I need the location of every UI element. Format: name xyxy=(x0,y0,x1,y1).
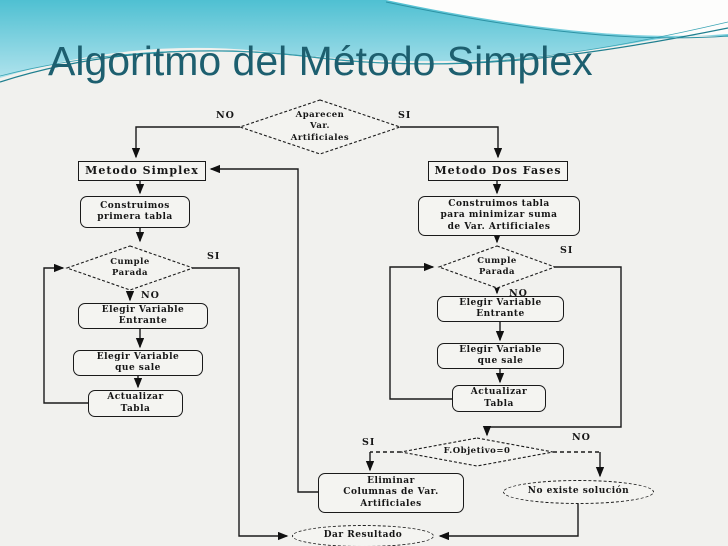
node-metodo-simplex: Metodo Simplex xyxy=(78,161,206,181)
decision-cumple-left-label: Cumple Parada xyxy=(110,256,150,278)
node-actualizar-left: Actualizar Tabla xyxy=(88,390,183,417)
edge-eliminar-simplex xyxy=(209,164,318,493)
node-elegir-sale-right: Elegir Variable que sale xyxy=(437,343,564,369)
slide-title: Algoritmo del Método Simplex xyxy=(48,38,593,84)
label-no-right: NO xyxy=(509,288,528,299)
edge-si-to-dosfases xyxy=(400,126,503,159)
banner-accent-line-3 xyxy=(385,1,728,39)
label-si-top: SI xyxy=(398,110,412,121)
label-no-bottom: NO xyxy=(572,432,591,443)
node-construimos-primera: Construimos primera tabla xyxy=(80,196,190,228)
node-construimos-minimizar: Construimos tabla para minimizar suma de… xyxy=(418,196,580,236)
node-elegir-sale-left: Elegir Variable que sale xyxy=(73,350,203,376)
decision-diamond-cumple-left xyxy=(65,245,195,291)
edge-loop-right xyxy=(389,262,452,400)
decision-diamond-artificiales xyxy=(238,99,402,155)
node-metodo-dos-fases: Metodo Dos Fases xyxy=(428,161,568,181)
decision-diamond-objetivo xyxy=(400,437,554,467)
node-elegir-entrante-left: Elegir Variable Entrante xyxy=(78,303,208,329)
label-no-left: NO xyxy=(141,290,160,301)
decision-cumple-right-label: Cumple Parada xyxy=(477,255,517,277)
banner-top-right-wave xyxy=(386,0,728,36)
label-si-right: SI xyxy=(560,245,574,256)
node-dar-resultado: Dar Resultado xyxy=(292,525,434,546)
label-si-left: SI xyxy=(207,251,221,262)
edge-noexiste-resultado xyxy=(438,504,579,541)
wave-banner-graphic xyxy=(0,0,728,110)
node-eliminar-columnas: Eliminar Columnas de Var. Artificiales xyxy=(318,473,464,513)
node-no-existe-solucion: No existe solución xyxy=(503,480,654,504)
edge-no-to-simplex xyxy=(131,126,240,159)
edge-cumple2-si-objetivo xyxy=(482,266,622,437)
banner-bottom-wave xyxy=(0,35,728,110)
decision-artificiales-label: Aparecen Var. Artificiales xyxy=(290,110,350,143)
node-actualizar-right: Actualizar Tabla xyxy=(452,385,546,412)
banner-accent-line-2 xyxy=(0,21,728,77)
label-si-bottom: SI xyxy=(362,437,376,448)
edge-cumple1-si-resultado xyxy=(193,267,289,541)
decision-diamond-cumple-right xyxy=(437,245,557,289)
label-no-top: NO xyxy=(216,110,235,121)
node-elegir-entrante-right: Elegir Variable Entrante xyxy=(437,296,564,322)
decision-objetivo-label: F.Objetivo=0 xyxy=(443,446,511,457)
edge-loop-left xyxy=(43,263,88,404)
